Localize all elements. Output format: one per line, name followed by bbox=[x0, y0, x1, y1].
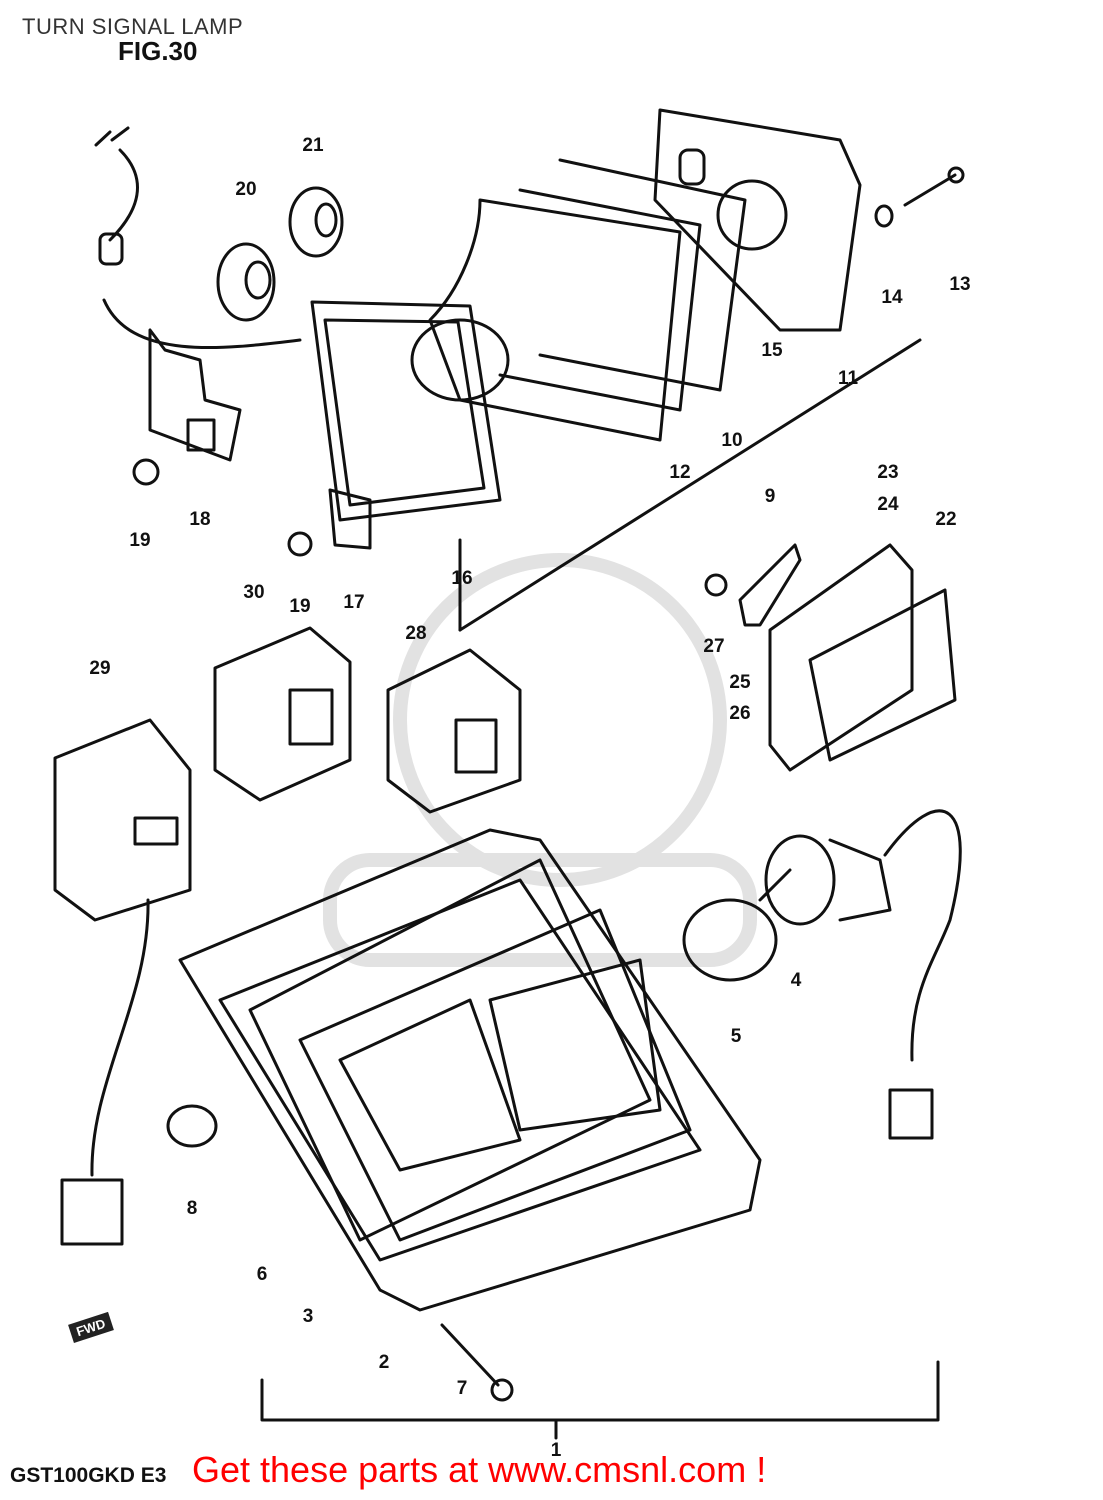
watermark-logo bbox=[323, 553, 757, 967]
callout-20: 20 bbox=[235, 179, 256, 200]
wire-harness-top bbox=[94, 126, 302, 350]
washer-14 bbox=[874, 204, 894, 228]
callout-17: 17 bbox=[343, 592, 364, 613]
grommet-8 bbox=[166, 1104, 218, 1148]
housing-9 bbox=[410, 198, 682, 442]
gasket-6 bbox=[218, 878, 702, 1262]
callout-22: 22 bbox=[935, 509, 956, 530]
callout-21: 21 bbox=[302, 135, 324, 156]
lens-11 bbox=[653, 108, 862, 332]
callout-15: 15 bbox=[761, 340, 783, 361]
bracket-25 bbox=[738, 543, 802, 627]
callout-19: 19 bbox=[289, 596, 310, 617]
callout-1: 1 bbox=[551, 1440, 562, 1461]
callout-10: 10 bbox=[721, 430, 742, 451]
callout-25: 25 bbox=[729, 672, 751, 693]
callout-2: 2 bbox=[379, 1352, 390, 1373]
callout-18: 18 bbox=[189, 509, 210, 530]
reflector-10 bbox=[538, 158, 747, 392]
nut-19a bbox=[132, 458, 160, 486]
grommet-20 bbox=[216, 242, 276, 322]
bulb-socket-4 bbox=[764, 809, 962, 1140]
license-lamp-22 bbox=[768, 543, 957, 772]
callout-19: 19 bbox=[129, 530, 150, 551]
figure-number: FIG.30 bbox=[118, 36, 198, 66]
leader-9 bbox=[458, 338, 922, 632]
leader-1 bbox=[260, 1360, 940, 1422]
screw-13 bbox=[903, 173, 957, 207]
callout-24: 24 bbox=[877, 494, 899, 515]
callout-4: 4 bbox=[791, 970, 802, 991]
bulb-5 bbox=[682, 868, 792, 982]
socket-17 bbox=[328, 488, 372, 550]
nut-27 bbox=[704, 573, 728, 597]
callout-6: 6 bbox=[257, 1264, 268, 1285]
callout-23: 23 bbox=[877, 462, 898, 483]
callout-labels: 1234567891011121314151617181919202122232… bbox=[89, 135, 970, 1461]
relay-28 bbox=[386, 648, 522, 814]
callout-29: 29 bbox=[89, 658, 110, 679]
callout-30: 30 bbox=[243, 582, 264, 603]
nut-19b bbox=[287, 531, 313, 557]
diagram-title: TURN SIGNAL LAMP bbox=[22, 14, 244, 39]
lens-assembly bbox=[298, 908, 692, 1242]
callout-7: 7 bbox=[457, 1378, 468, 1399]
screw-7 bbox=[440, 1323, 500, 1387]
callout-13: 13 bbox=[949, 274, 970, 295]
callout-26: 26 bbox=[729, 703, 750, 724]
callout-11: 11 bbox=[838, 368, 859, 389]
shop-link[interactable]: Get these parts at www.cmsnl.com ! bbox=[192, 1449, 767, 1490]
lamp-base-2 bbox=[178, 828, 762, 1312]
flasher-relay-30 bbox=[213, 626, 352, 802]
callout-16: 16 bbox=[451, 568, 472, 589]
callout-9: 9 bbox=[765, 486, 776, 507]
callout-14: 14 bbox=[881, 287, 903, 308]
callout-12: 12 bbox=[669, 462, 690, 483]
callout-28: 28 bbox=[405, 623, 426, 644]
control-unit-29 bbox=[53, 718, 192, 1246]
callout-27: 27 bbox=[703, 636, 724, 657]
callout-3: 3 bbox=[303, 1306, 314, 1327]
gasket-16 bbox=[310, 300, 502, 522]
bracket-18 bbox=[148, 328, 242, 462]
callout-5: 5 bbox=[731, 1026, 742, 1047]
model-code: GST100GKD E3 bbox=[10, 1464, 167, 1487]
grommet-21 bbox=[288, 186, 344, 258]
gasket-12 bbox=[498, 188, 702, 412]
gasket-3 bbox=[248, 858, 652, 1242]
callout-8: 8 bbox=[187, 1198, 198, 1219]
